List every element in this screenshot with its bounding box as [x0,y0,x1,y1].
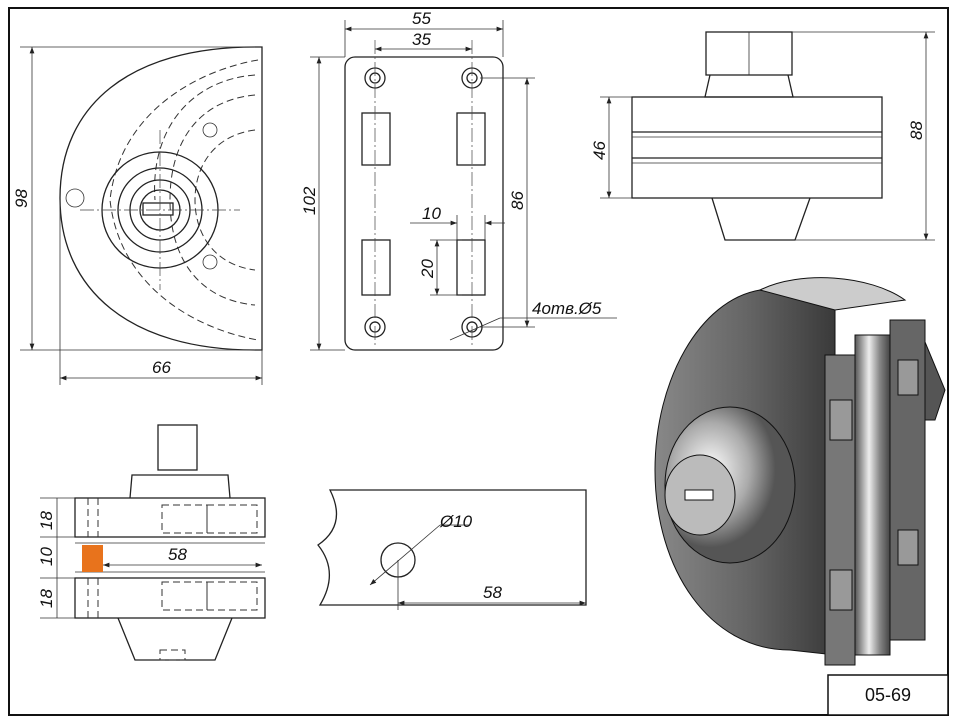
dim-hole-spacing-y: 86 [508,191,527,210]
front-view: 98 66 [12,46,263,385]
drawing-code: 05-69 [865,685,911,705]
dim-hole-offset: 58 [483,583,502,602]
dim-slot-width: 10 [422,204,441,223]
key-slot-3d-icon [684,489,714,501]
drawing-border [8,7,949,716]
dim-bottom-thickness: 18 [37,589,56,608]
title-block: 05-69 [827,674,949,716]
dim-top-thickness: 18 [37,511,56,530]
dim-hole-spacing-x: 35 [412,30,431,49]
dim-total-height: 88 [907,121,926,140]
dim-hole-diameter: Ø10 [439,512,473,531]
glass-cutout-view: Ø10 58 [317,489,587,610]
mounting-plate-view: 55 35 102 86 10 20 4отв.Ø5 [300,9,617,351]
dim-glass-gap: 10 [37,547,56,566]
side-view: 46 88 [590,31,935,241]
dim-width: 66 [152,358,171,377]
dim-glass-depth: 58 [168,545,187,564]
holes-note: 4отв.Ø5 [532,299,602,318]
dim-height: 98 [12,189,31,208]
glass-edge-highlight [82,545,103,572]
dim-plate-height: 102 [300,186,319,215]
section-view: 18 10 18 58 [37,424,266,661]
isometric-view [654,277,946,666]
dim-plate-width: 55 [412,9,431,28]
dim-slot-height: 20 [418,259,437,279]
key-slot-icon [142,202,174,216]
dim-body-height: 46 [590,141,609,160]
